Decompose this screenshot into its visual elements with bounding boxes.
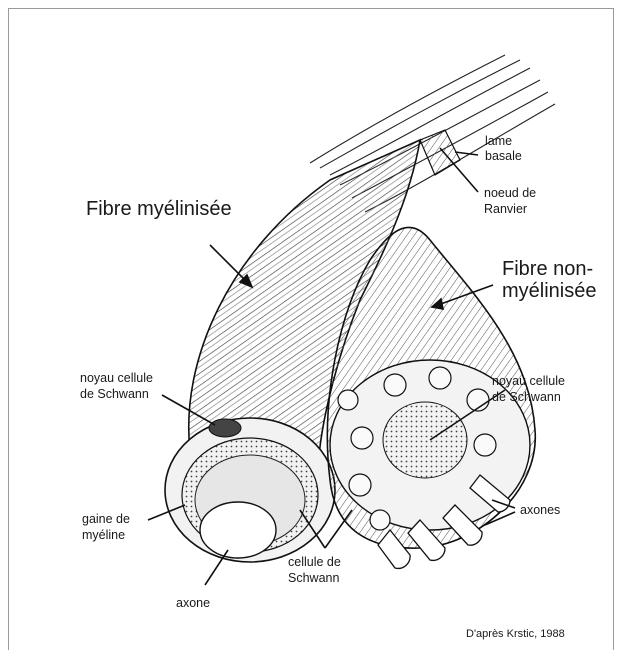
axon-core: [200, 502, 276, 558]
label-cellule-1: cellule de: [288, 555, 341, 569]
arrow-lame-basale: [455, 152, 478, 155]
label-gaine-1: gaine de: [82, 512, 130, 526]
schwann-nucleus-left: [209, 419, 241, 437]
label-cellule-2: Schwann: [288, 571, 339, 585]
label-axones: axones: [520, 503, 560, 517]
ranvier-node-shape: [420, 130, 460, 175]
label-fibre-non-myelinisee-1: Fibre non-: [502, 258, 593, 280]
label-fibre-non-myelinisee-2: myélinisée: [502, 280, 596, 302]
arrow-fibre-myelinisee: [210, 245, 247, 282]
label-fibre-myelinisee: Fibre myélinisée: [86, 198, 232, 220]
label-noyau-right-1: noyau cellule: [492, 374, 565, 388]
label-lame-basale-1: lame: [485, 134, 512, 148]
label-gaine-2: myéline: [82, 528, 125, 542]
label-noyau-right-2: de Schwann: [492, 390, 561, 404]
label-lame-basale-2: basale: [485, 149, 522, 163]
label-credit: D'après Krstic, 1988: [466, 628, 565, 640]
label-noeud-ranvier-1: noeud de: [484, 186, 536, 200]
label-noyau-left-2: de Schwann: [80, 387, 149, 401]
label-noeud-ranvier-2: Ranvier: [484, 202, 527, 216]
schwann-nucleus-right: [383, 402, 467, 478]
label-axone: axone: [176, 596, 210, 610]
label-noyau-left-1: noyau cellule: [80, 371, 153, 385]
